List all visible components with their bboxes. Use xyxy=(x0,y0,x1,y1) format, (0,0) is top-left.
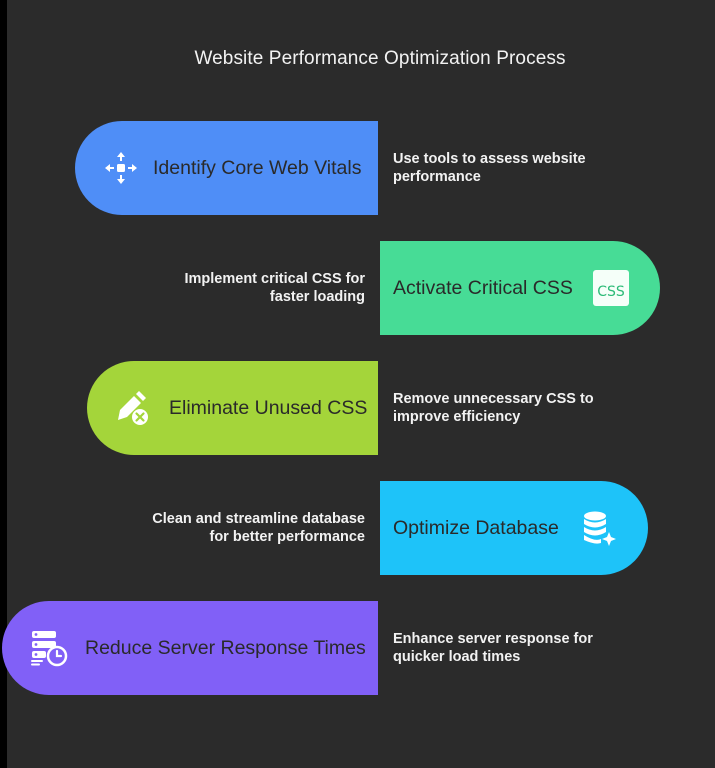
step-description: Use tools to assess website performance xyxy=(393,151,586,185)
step-description: Remove unnecessary CSS to improve effici… xyxy=(393,391,594,425)
step-label: Activate Critical CSS xyxy=(393,276,573,299)
server-clock-icon xyxy=(30,628,70,668)
left-border xyxy=(0,0,7,768)
step-label: Optimize Database xyxy=(393,516,559,539)
arrows-center-icon xyxy=(103,150,139,186)
step-identify-core-web-vitals: Identify Core Web Vitals xyxy=(75,121,378,215)
step-label: Reduce Server Response Times xyxy=(85,636,366,659)
step-description: Enhance server response for quicker load… xyxy=(393,631,593,665)
step-optimize-database: Optimize Database xyxy=(380,481,648,575)
pen-remove-icon xyxy=(112,388,152,428)
step-description: Clean and streamline database for better… xyxy=(152,511,365,545)
step-reduce-server-response-times: Reduce Server Response Times xyxy=(2,601,378,695)
step-description: Implement critical CSS for faster loadin… xyxy=(184,271,366,305)
css-file-icon: CSS xyxy=(592,270,629,306)
diagram-title: Website Performance Optimization Process xyxy=(194,48,566,69)
step-activate-critical-css: Activate Critical CSS CSS xyxy=(380,241,660,335)
step-eliminate-unused-css: Eliminate Unused CSS xyxy=(87,361,378,455)
svg-text:CSS: CSS xyxy=(597,284,625,300)
database-sparkle-icon xyxy=(579,508,619,548)
step-label: Identify Core Web Vitals xyxy=(153,156,362,179)
step-label: Eliminate Unused CSS xyxy=(169,396,368,419)
